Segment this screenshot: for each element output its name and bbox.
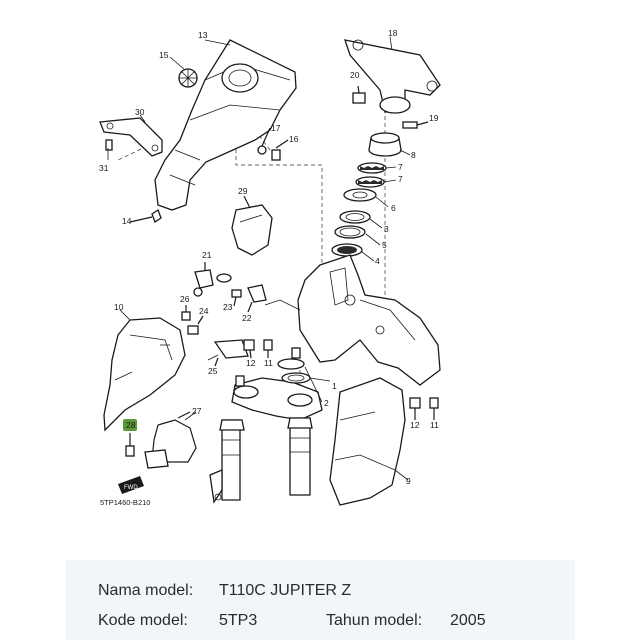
callout-6: 6 bbox=[391, 203, 396, 213]
callout-16: 16 bbox=[289, 134, 299, 144]
callout-23: 23 bbox=[223, 302, 233, 312]
nut-20 bbox=[352, 85, 366, 104]
callout-31: 31 bbox=[99, 163, 109, 173]
bolt-11b bbox=[429, 397, 439, 420]
bearing-race-3 bbox=[339, 210, 371, 224]
callout-13: 13 bbox=[198, 30, 208, 40]
fwd-badge: FWD bbox=[118, 476, 144, 494]
callout-22: 22 bbox=[242, 313, 252, 323]
diagram-ref-code: 5TP1460-B210 bbox=[100, 498, 150, 507]
svg-text:FWD: FWD bbox=[124, 485, 138, 491]
lock-nut-7b bbox=[355, 176, 385, 188]
callout-30: 30 bbox=[135, 107, 145, 117]
callout-17: 17 bbox=[271, 123, 281, 133]
model-name-value: T110C JUPITER Z bbox=[219, 582, 352, 599]
callout-28: 28 bbox=[126, 420, 136, 430]
model-info-panel: Nama model: T110C JUPITER Z Kode model: … bbox=[66, 560, 575, 640]
callout-8: 8 bbox=[411, 150, 416, 160]
callout-19: 19 bbox=[429, 113, 439, 123]
front-fork bbox=[209, 417, 313, 504]
steering-bearing-1 bbox=[281, 372, 311, 384]
callout-21: 21 bbox=[202, 250, 212, 260]
bolt-19 bbox=[402, 121, 429, 129]
callout-11a: 11 bbox=[264, 358, 273, 368]
bolt-11a bbox=[263, 339, 273, 358]
ball-race-5 bbox=[334, 225, 366, 239]
callout-24: 24 bbox=[199, 306, 209, 316]
clip-24 bbox=[187, 315, 204, 335]
callout-14: 14 bbox=[122, 216, 132, 226]
callout-7a: 7 bbox=[398, 162, 403, 172]
callout-15: 15 bbox=[159, 50, 169, 60]
under-bracket bbox=[231, 377, 323, 421]
bracket-25 bbox=[213, 339, 249, 367]
callout-12b: 12 bbox=[410, 420, 420, 430]
callout-2: 2 bbox=[324, 398, 329, 408]
bracket-30 bbox=[99, 117, 163, 157]
bolt-23 bbox=[231, 289, 242, 307]
part-29 bbox=[231, 195, 273, 256]
washer-6 bbox=[343, 188, 377, 202]
callout-27: 27 bbox=[192, 406, 202, 416]
inner-panel-13 bbox=[154, 39, 297, 211]
lock-nut-7a bbox=[357, 162, 387, 174]
model-code-label: Kode model: bbox=[98, 612, 188, 629]
washer-near-21 bbox=[193, 287, 203, 297]
nut-12b bbox=[409, 397, 421, 420]
bolt-28 bbox=[125, 433, 135, 457]
callout-1: 1 bbox=[332, 381, 337, 391]
grommet-15 bbox=[178, 68, 198, 88]
callout-29: 29 bbox=[238, 186, 248, 196]
parts-diagram: FWD bbox=[99, 28, 441, 507]
frame bbox=[264, 254, 441, 386]
callout-26: 26 bbox=[180, 294, 190, 304]
clamp-21 bbox=[194, 262, 232, 289]
callout-7b: 7 bbox=[398, 174, 403, 184]
callout-4: 4 bbox=[375, 256, 380, 266]
model-year-label: Tahun model: bbox=[326, 612, 423, 629]
model-name-label: Nama model: bbox=[98, 582, 194, 599]
fork-top-bolts bbox=[235, 347, 301, 387]
callout-28-highlight bbox=[123, 419, 137, 431]
front-cover-10 bbox=[103, 317, 186, 432]
ball-race-4 bbox=[331, 243, 363, 257]
bracket-27 bbox=[144, 411, 197, 469]
model-year-value: 2005 bbox=[450, 612, 486, 629]
front-fender-9 bbox=[329, 377, 406, 506]
bolt-26 bbox=[181, 305, 191, 321]
leader-lines bbox=[107, 36, 411, 481]
callout-25: 25 bbox=[208, 366, 218, 376]
callout-10: 10 bbox=[114, 302, 124, 312]
callout-11b: 11 bbox=[430, 420, 439, 430]
bolt-16-washer-17 bbox=[257, 127, 289, 161]
model-code-value: 5TP3 bbox=[219, 612, 258, 629]
callout-5: 5 bbox=[382, 240, 387, 250]
callout-3: 3 bbox=[384, 224, 389, 234]
callout-20: 20 bbox=[350, 70, 360, 80]
seal-2 bbox=[277, 358, 305, 370]
callout-labels: 13 15 30 31 14 17 16 29 18 20 19 8 7 7 6… bbox=[99, 28, 439, 486]
callout-9: 9 bbox=[406, 476, 411, 486]
callout-18: 18 bbox=[388, 28, 398, 38]
nut-12a bbox=[243, 339, 255, 359]
callout-12a: 12 bbox=[246, 358, 256, 368]
bracket-22 bbox=[247, 284, 267, 313]
cap-nut-8 bbox=[368, 132, 402, 157]
screw-14 bbox=[129, 209, 162, 223]
upper-bracket-18 bbox=[344, 39, 441, 114]
